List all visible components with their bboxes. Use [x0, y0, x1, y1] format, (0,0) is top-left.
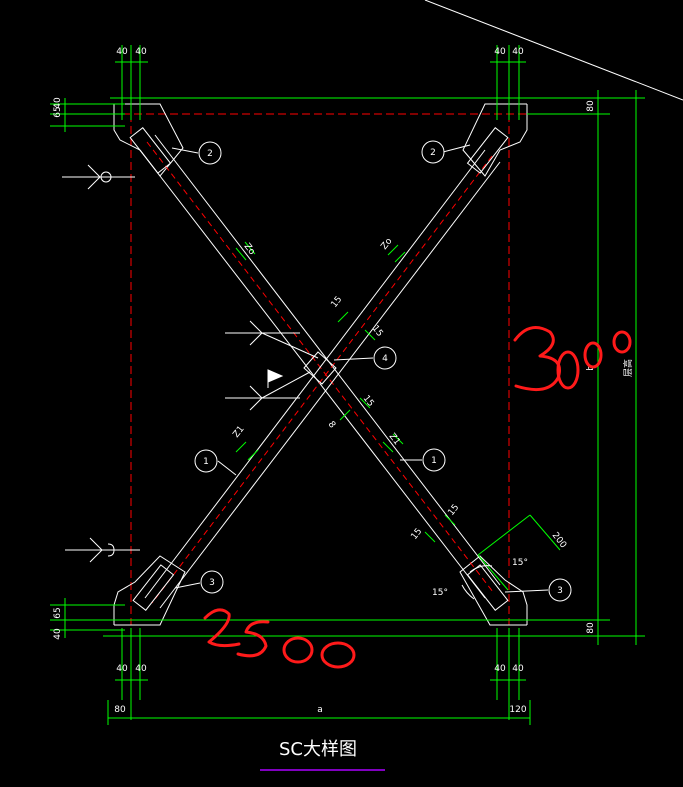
dim-top-right-a: 40: [494, 47, 506, 57]
dim-bottom-far-right: 120: [509, 705, 526, 715]
bubble-br-label: 3: [557, 586, 563, 596]
dim-right-bottom: 80: [586, 622, 596, 634]
drawing-title: SC大样图: [279, 739, 357, 760]
dim-bottom-mid: a: [317, 705, 323, 715]
dim-left-top-a: 65: [53, 106, 63, 117]
dim-bottom-left-b: 40: [135, 664, 147, 674]
bubble-right: 1: [422, 448, 446, 472]
handwritten-2500: [203, 608, 356, 669]
dim-bottom-far-left: 80: [114, 705, 126, 715]
dim-bottom-right-a: 40: [494, 664, 506, 674]
dim-angle-b: 15°: [432, 588, 448, 598]
dim-top-left-a: 40: [116, 47, 128, 57]
frame-corner-line: [424, 0, 683, 101]
dim-angle-a: 15°: [512, 558, 528, 568]
bubble-bl-label: 3: [209, 578, 215, 588]
gusset-plate-bottom-right: [459, 555, 528, 626]
dim-left-top-b: 40: [53, 97, 63, 109]
bubble-center-label: 4: [382, 354, 388, 364]
weld-label-center-small: 8: [326, 420, 338, 431]
angle-arc: [469, 565, 493, 573]
bubble-tl: 2: [198, 141, 222, 165]
dim-top-left-b: 40: [135, 47, 147, 57]
dim-right-top: 80: [586, 100, 596, 112]
dim-bottom-right-b: 40: [512, 664, 524, 674]
brace-diagonal-tr-bl: [132, 127, 509, 611]
gusset-plate-bottom-left: [113, 555, 186, 626]
dim-right-outer: 层高: [622, 359, 634, 377]
angle-arc-lower: [461, 584, 475, 600]
bubble-leaders: [171, 144, 549, 593]
weld-symbol-center-lower: [225, 369, 311, 411]
weld-symbol-center-upper: [225, 320, 319, 359]
gusset-plate-top-right: [462, 103, 528, 177]
dim-bottom-left-a: 40: [116, 664, 128, 674]
dim-top-right-b: 40: [512, 47, 524, 57]
bubble-tr: 2: [421, 140, 445, 164]
handwritten-3000: [513, 326, 632, 392]
bubble-left-label: 1: [203, 457, 209, 467]
dimension-lines: [50, 45, 645, 725]
weld-symbol-bottom-left: [65, 537, 140, 563]
dim-left-bottom-a: 65: [53, 607, 63, 618]
bubble-center: 4: [373, 346, 397, 370]
bubble-br: 3: [548, 578, 572, 602]
bubble-left: 1: [194, 449, 218, 473]
center-node: [303, 351, 337, 385]
bubble-right-label: 1: [431, 456, 437, 466]
bubble-bl: 3: [200, 570, 224, 594]
bubble-tl-label: 2: [207, 149, 213, 159]
bubble-tr-label: 2: [430, 148, 436, 158]
dim-left-bottom-b: 40: [53, 628, 63, 640]
weld-ticks: [235, 241, 456, 543]
weld-symbol-top-left: [62, 164, 135, 190]
